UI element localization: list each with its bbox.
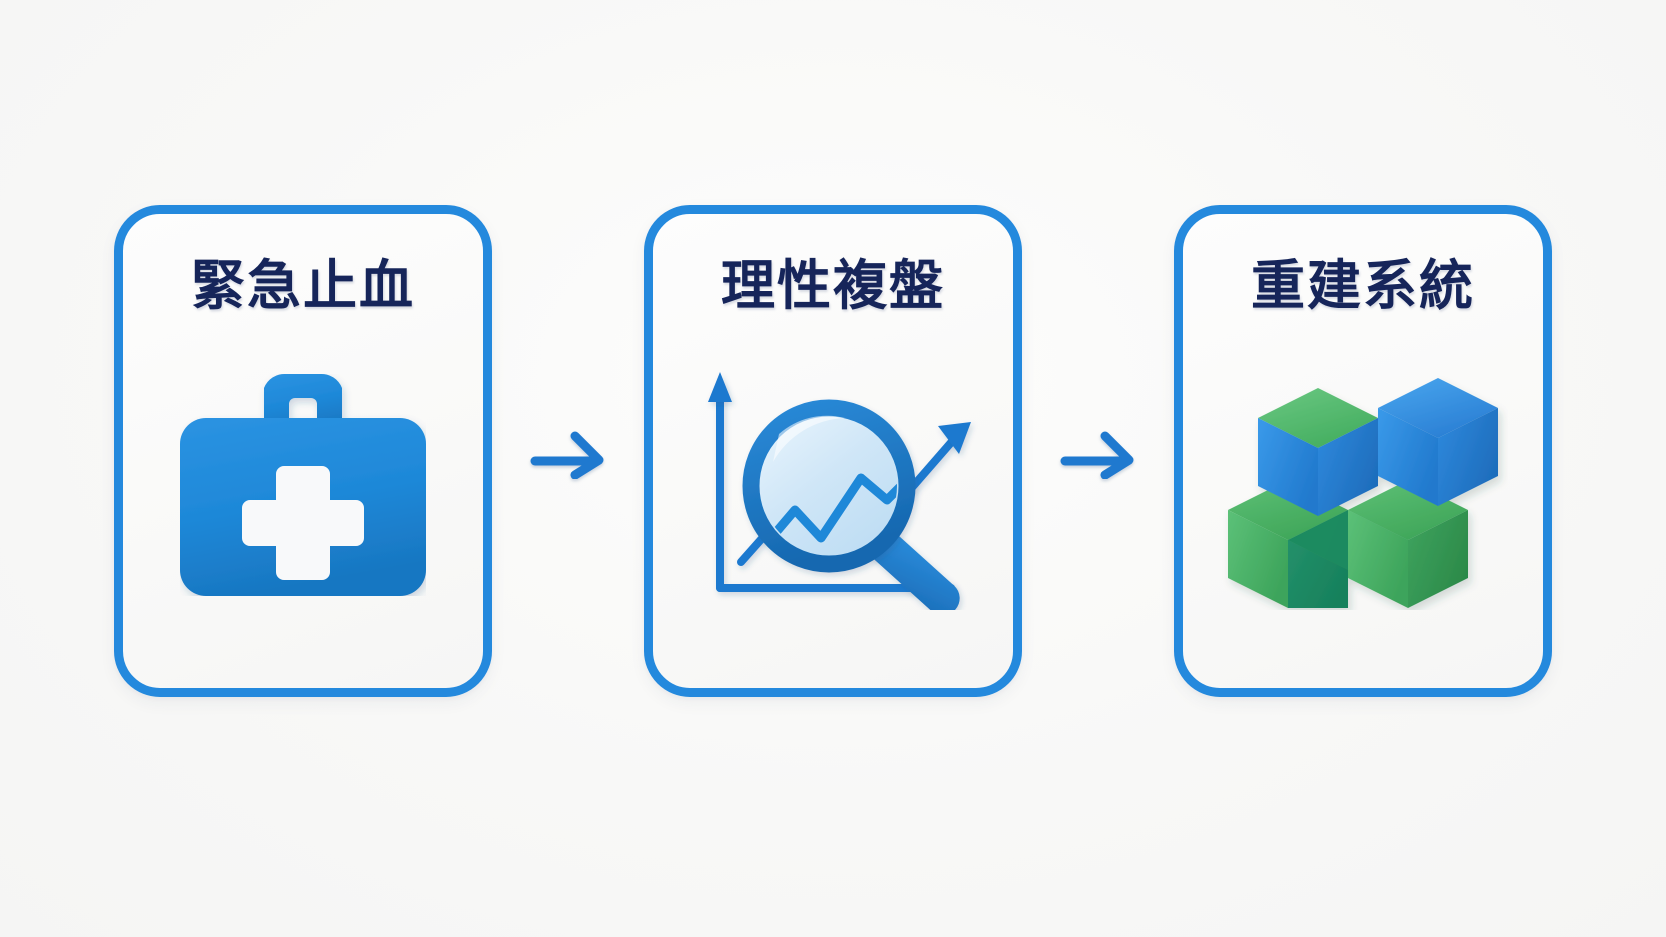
step-card-1[interactable]: 緊急止血: [114, 205, 492, 697]
step-icon-wrap-3: [1183, 315, 1543, 688]
building-blocks-icon: [1218, 360, 1508, 614]
process-flow: 緊急止血: [0, 205, 1666, 710]
connector-1: [492, 205, 644, 697]
first-aid-kit-icon: [180, 374, 426, 600]
arrow-right-icon: [530, 423, 606, 479]
step-card-3[interactable]: 重建系統: [1174, 205, 1552, 697]
step-icon-wrap-2: [653, 315, 1013, 688]
magnifier-chart-icon: [683, 360, 983, 616]
step-card-2[interactable]: 理性複盤: [644, 205, 1022, 697]
step-icon-wrap-1: [123, 315, 483, 688]
connector-2: [1022, 205, 1174, 697]
arrow-right-icon: [1060, 423, 1136, 479]
step-title-1: 緊急止血: [191, 254, 415, 317]
step-title-3: 重建系統: [1251, 254, 1475, 317]
step-title-2: 理性複盤: [721, 254, 945, 317]
